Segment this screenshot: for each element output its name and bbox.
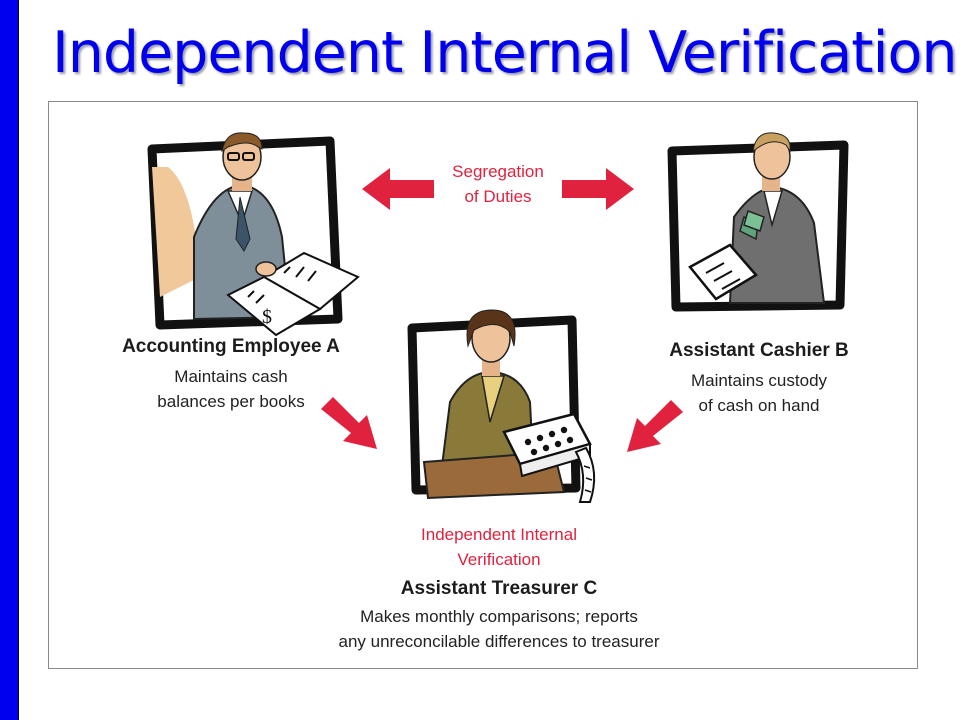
slide-accent-bar — [0, 0, 19, 720]
treasurer-c-role: Assistant Treasurer C — [400, 578, 598, 599]
treasurer-c-block: Independent Internal Verification Assist… — [279, 522, 719, 654]
segregation-of-duties-label: Segregation of Duties — [452, 162, 544, 206]
cashier-b-description-line: Maintains custody — [690, 371, 828, 390]
independent-verification-label: Independent Internal Verification — [421, 525, 577, 569]
cashier-with-cash-icon — [667, 132, 849, 312]
arrow-down-left-icon — [627, 400, 683, 452]
svg-text:$: $ — [262, 306, 272, 328]
cashier-b-role: Assistant Cashier B — [669, 340, 849, 361]
diagram-panel: $ Seg — [48, 101, 918, 669]
slide-title: Independent Internal Verification — [52, 20, 957, 86]
treasurer-c-description-line: Makes monthly comparisons; reports — [360, 607, 638, 626]
cashier-b-description-line: of cash on hand — [698, 396, 820, 415]
employee-a-role: Accounting Employee A — [122, 336, 340, 357]
arrow-down-right-icon — [321, 397, 377, 449]
treasurer-c-description-line: any unreconcilable differences to treasu… — [338, 632, 660, 651]
employee-a-description-line: balances per books — [157, 392, 305, 411]
accountant-with-ledger-icon: $ — [147, 132, 360, 337]
employee-a-description-line: Maintains cash — [174, 367, 288, 386]
employee-a-block: Accounting Employee A Maintains cash bal… — [75, 336, 387, 414]
cashier-b-block: Assistant Cashier B Maintains custody of… — [624, 340, 894, 418]
arrow-left-icon — [362, 168, 434, 210]
arrow-right-icon — [562, 168, 634, 210]
treasurer-with-adding-machine-icon — [407, 309, 596, 503]
